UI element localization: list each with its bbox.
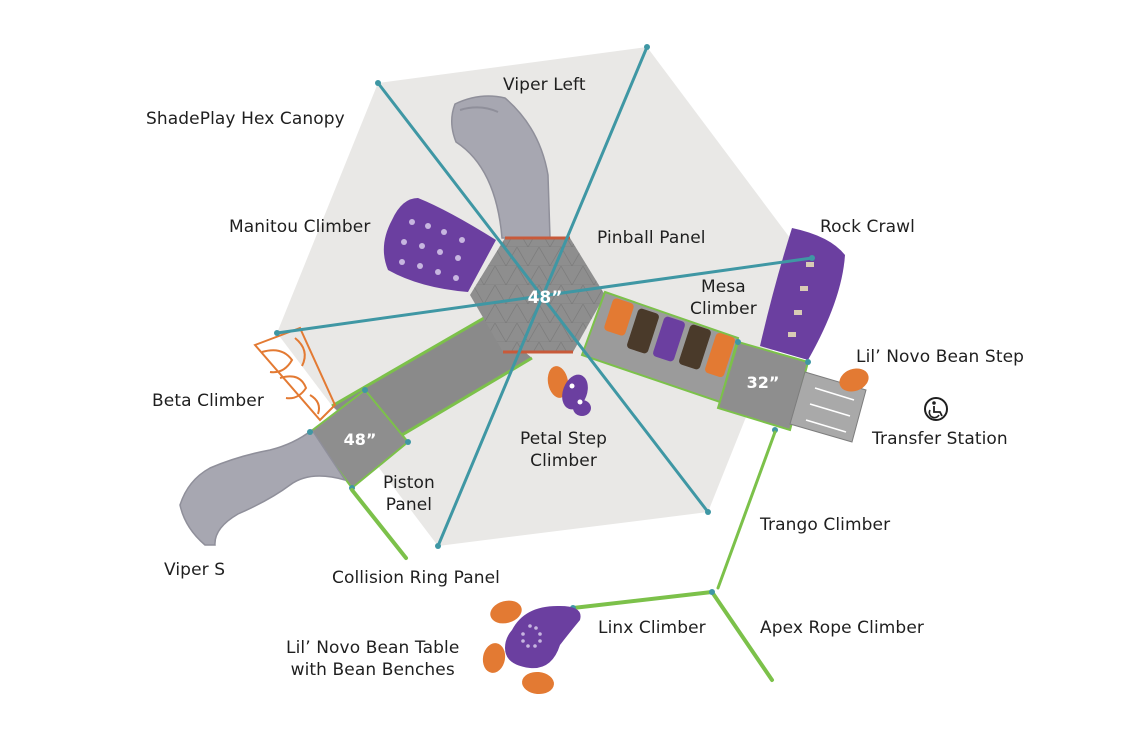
label-line: Panel — [385, 495, 433, 515]
walkway-rail — [379, 356, 533, 450]
label-line: Climber — [530, 451, 597, 471]
bean-table-holes — [521, 624, 542, 648]
label-trango-climber: Trango Climber — [760, 515, 891, 535]
label-pinball-panel: Pinball Panel — [597, 228, 706, 248]
label-transfer-station: Transfer Station — [872, 429, 1008, 449]
label-linx-climber: Linx Climber — [598, 618, 706, 638]
label-line: Piston — [383, 473, 435, 493]
lil-novo-bean-step — [839, 368, 869, 392]
walkway-rail — [331, 316, 485, 408]
collision-ring-panel — [350, 488, 408, 560]
label-petal-step-climber: Petal Step Climber — [520, 428, 607, 472]
rock-crawl — [760, 228, 845, 360]
petal-step-climber — [547, 366, 591, 416]
label-line: Lil’ Novo Bean Table — [286, 638, 460, 658]
trango-climber — [716, 430, 777, 590]
canopy-poles — [275, 45, 814, 548]
apex-rope-climber — [710, 590, 774, 682]
wheelchair-accessible-icon — [924, 397, 948, 421]
viper-left-slide — [451, 95, 551, 239]
label-viper-left: Viper Left — [503, 75, 586, 95]
lil-novo-bean-table — [505, 605, 581, 669]
transfer-step — [805, 419, 847, 433]
viper-s-slide — [179, 428, 347, 546]
beta-climber — [253, 326, 337, 422]
label-collision-ring-panel: Collision Ring Panel — [332, 568, 500, 588]
bean-bench — [490, 600, 522, 624]
label-rock-crawl: Rock Crawl — [820, 217, 915, 237]
label-lil-novo-bean-table: Lil’ Novo Bean Table with Bean Benches — [286, 637, 459, 681]
transfer-step — [809, 403, 851, 417]
transfer-step — [814, 387, 855, 401]
label-manitou-climber: Manitou Climber — [229, 217, 371, 237]
bean-bench — [482, 643, 506, 673]
label-apex-rope-climber: Apex Rope Climber — [760, 618, 924, 638]
right-deck — [716, 340, 810, 432]
manitou-holds — [399, 219, 465, 281]
deck-height-right: 32” — [747, 373, 780, 392]
rock-crawl-holds — [788, 262, 814, 337]
slide-lip — [459, 106, 499, 113]
deck-height-center: 48” — [528, 288, 563, 308]
bean-bench — [522, 671, 554, 695]
label-mesa-climber: Mesa Climber — [690, 276, 757, 320]
label-beta-climber: Beta Climber — [152, 391, 264, 411]
label-line: with Bean Benches — [290, 660, 455, 680]
label-shadeplay-hex-canopy: ShadePlay Hex Canopy — [146, 109, 345, 129]
label-line: Mesa — [701, 277, 746, 297]
label-line: Climber — [690, 299, 757, 319]
label-viper-s: Viper S — [164, 560, 226, 580]
label-lil-novo-bean-step: Lil’ Novo Bean Step — [856, 347, 1025, 367]
deck-height-left: 48” — [344, 430, 377, 449]
label-piston-panel: Piston Panel — [383, 472, 435, 516]
linx-climber — [571, 590, 714, 610]
rope-node — [709, 589, 715, 595]
label-line: Petal Step — [520, 429, 608, 449]
mesa-climber — [580, 290, 740, 404]
